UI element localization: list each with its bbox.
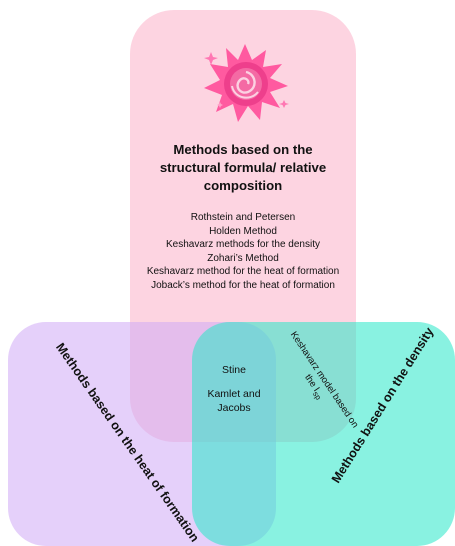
method-item: Holden Method <box>209 225 277 237</box>
structural-formula-title: Methods based on the structural formula/… <box>159 142 327 193</box>
method-item: Zohari’s Method <box>207 252 279 264</box>
method-item: Rothstein and Petersen <box>190 212 296 223</box>
rose-starburst-icon <box>204 44 289 122</box>
overlap-method: Kamlet and Jacobs <box>207 388 261 414</box>
overlap-method: Stine <box>222 364 246 376</box>
heat-density-overlap: Stine Kamlet and Jacobs <box>194 363 274 425</box>
method-item: Keshavarz methods for the density <box>166 239 320 250</box>
method-item: Joback’s method for the heat of formatio… <box>151 279 335 291</box>
structural-formula-methods: Rothstein and Petersen Holden Method Kes… <box>140 211 346 292</box>
density-box <box>192 322 455 546</box>
method-item: Keshavarz method for the heat of formati… <box>146 266 340 277</box>
